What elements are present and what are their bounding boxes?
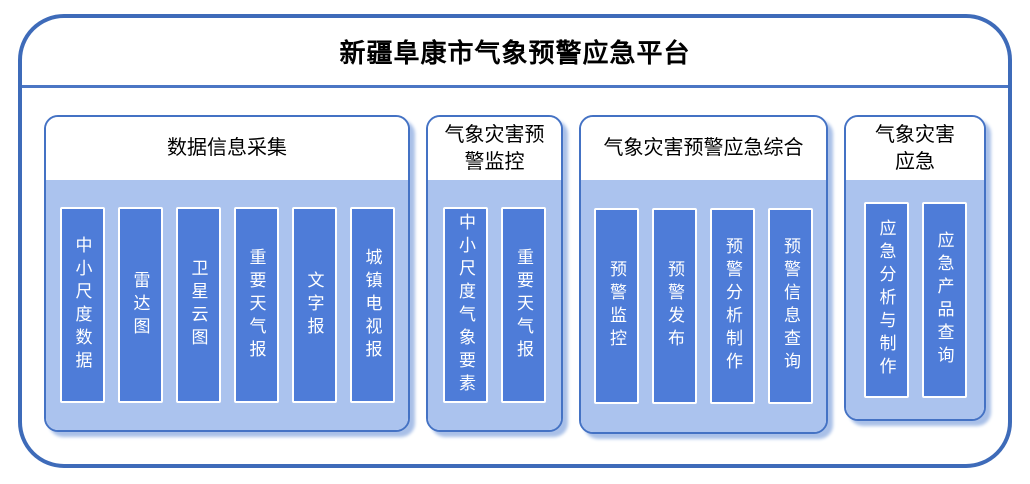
item-label: 文字报 — [304, 270, 324, 340]
item-label: 重要天气报 — [246, 247, 266, 363]
groups-row: 数据信息采集 中小尺度数据 雷达图 卫星云图 重要天气报 — [22, 88, 1008, 434]
item-label: 预警信息查询 — [781, 237, 800, 375]
group-header-label: 气象灾害应急 — [875, 124, 955, 173]
item-mesoscale-data: 中小尺度数据 — [59, 207, 105, 403]
page-title: 新疆阜康市气象预警应急平台 — [339, 38, 691, 68]
group-warning-emergency-comprehensive-body: 预警监控 预警发布 预警分析制作 预警信息查询 — [581, 180, 826, 432]
item-satellite-cloud-image: 卫星云图 — [175, 207, 221, 403]
item-label: 城镇电视报 — [362, 247, 382, 363]
item-label: 预警监控 — [607, 260, 626, 352]
group-header-label: 气象灾害预警应急综合 — [603, 137, 804, 160]
item-emergency-product-query: 应急产品查询 — [921, 201, 967, 398]
item-label: 重要天气报 — [514, 247, 533, 363]
group-warning-emergency-comprehensive-header: 气象灾害预警应急综合 — [581, 117, 826, 180]
item-important-weather-report-2: 重要天气报 — [501, 207, 546, 403]
item-label: 预警发布 — [665, 260, 684, 352]
item-warning-monitoring: 预警监控 — [594, 208, 639, 404]
item-label: 中小尺度数据 — [72, 236, 92, 374]
item-warning-info-query: 预警信息查询 — [768, 208, 813, 404]
group-warning-monitoring-header: 气象灾害预警监控 — [428, 117, 561, 180]
group-disaster-emergency-body: 应急分析与制作 应急产品查询 — [846, 180, 984, 419]
group-warning-monitoring-body: 中小尺度气象要素 重要天气报 — [428, 180, 561, 430]
item-emergency-analysis-production: 应急分析与制作 — [863, 201, 909, 398]
group-header-label: 气象灾害预警监控 — [444, 124, 545, 173]
group-disaster-emergency: 气象灾害应急 应急分析与制作 应急产品查询 — [844, 115, 986, 421]
group-header-label: 数据信息采集 — [167, 137, 287, 160]
item-important-weather-report: 重要天气报 — [233, 207, 279, 403]
item-label: 预警分析制作 — [723, 237, 742, 375]
item-warning-release: 预警发布 — [652, 208, 697, 404]
item-town-tv-report: 城镇电视报 — [349, 207, 395, 403]
group-data-collection-header: 数据信息采集 — [46, 117, 408, 180]
group-data-collection-body: 中小尺度数据 雷达图 卫星云图 重要天气报 文字报 城镇电视 — [46, 180, 408, 430]
platform-frame: 新疆阜康市气象预警应急平台 数据信息采集 中小尺度数据 雷达图 卫星云图 — [18, 14, 1012, 468]
group-warning-monitoring: 气象灾害预警监控 中小尺度气象要素 重要天气报 — [426, 115, 563, 432]
item-label: 中小尺度气象要素 — [456, 213, 475, 397]
item-label: 应急产品查询 — [934, 230, 954, 369]
item-warning-analysis-production: 预警分析制作 — [710, 208, 755, 404]
item-text-report: 文字报 — [291, 207, 337, 403]
group-warning-emergency-comprehensive: 气象灾害预警应急综合 预警监控 预警发布 预警分析制作 预警信息查询 — [579, 115, 828, 434]
group-data-collection: 数据信息采集 中小尺度数据 雷达图 卫星云图 重要天气报 — [44, 115, 410, 432]
item-mesoscale-weather-elements: 中小尺度气象要素 — [443, 207, 488, 403]
item-label: 应急分析与制作 — [876, 219, 896, 380]
group-disaster-emergency-header: 气象灾害应急 — [846, 117, 984, 180]
title-bar: 新疆阜康市气象预警应急平台 — [22, 18, 1008, 88]
item-radar-chart: 雷达图 — [117, 207, 163, 403]
item-label: 卫星云图 — [188, 259, 208, 351]
item-label: 雷达图 — [130, 270, 150, 340]
